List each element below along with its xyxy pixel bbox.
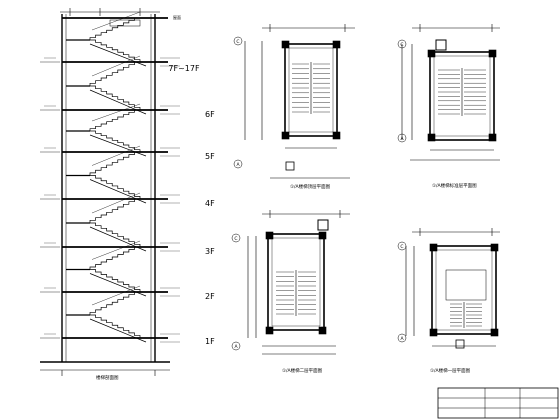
stair-flight [90,175,141,199]
plan-caption: ①/A楼梯二层平面图 [282,367,323,374]
stair-flight [90,222,141,247]
floor-label-6f: 6F [205,110,215,119]
flight-soffit [89,318,147,343]
axis-bubble [231,233,241,243]
stair-section [40,8,170,376]
floor-label-5f: 5F [205,152,215,161]
stair-flight [90,269,141,292]
stair-flight [90,314,141,338]
plan-standard-floor [401,24,500,161]
flight-soffit [89,134,147,157]
handrail [91,55,141,77]
roof-parapet [109,19,141,27]
stair-flight [89,246,140,270]
axis-label: A [400,336,404,342]
section-caption: 楼梯剖面图 [96,374,119,381]
plan-second-floor [247,210,350,355]
axis-label: A [234,344,238,350]
axis-bubble [397,133,407,143]
stair-flight [90,130,141,152]
plan-caption: ①/A楼梯一层平面图 [430,367,471,374]
stair-flight [90,39,141,62]
floor-label-2f: 2F [205,292,215,301]
stair-flight [89,198,140,223]
handrail [91,11,141,31]
axis-bubble [231,341,241,351]
axis-bubble [397,241,407,251]
handrail [91,103,141,122]
plan-caption: ①/A楼梯顶层平面图 [290,183,331,190]
axis-bubble [233,159,243,169]
floor-label-4f: 4F [205,199,215,208]
stair-flight [89,151,140,176]
handrail [91,285,141,306]
axis-label: C [236,39,239,45]
floor-label-7f-17f: 7F~17F [168,64,200,73]
roof-note: 屋面 [173,14,181,20]
plan-caption: ①/A楼梯标准层平面图 [432,182,477,189]
title-block [437,387,559,419]
stair-flight [89,291,140,315]
axis-bubble [233,36,243,46]
axis-label: A [236,162,240,168]
axis-label: A [400,136,404,142]
floor-label-3f: 3F [205,247,215,256]
axis-bubble [397,333,407,343]
stair-flight [89,17,140,40]
stair-flight [90,85,141,110]
handrail [91,145,141,166]
handrail [91,240,141,260]
axis-label: C [234,236,237,242]
stair-flight [89,109,140,131]
plan-top-floor [244,24,355,179]
floor-label-1f: 1F [205,337,215,346]
handrail [91,192,141,214]
axis-bubble [397,39,407,49]
axis-label: C [400,42,403,48]
axis-label: C [400,244,403,250]
section-right-labels [160,57,180,343]
section-left-labels [40,57,60,339]
plan-first-floor [405,228,500,349]
stair-flight [89,61,140,86]
